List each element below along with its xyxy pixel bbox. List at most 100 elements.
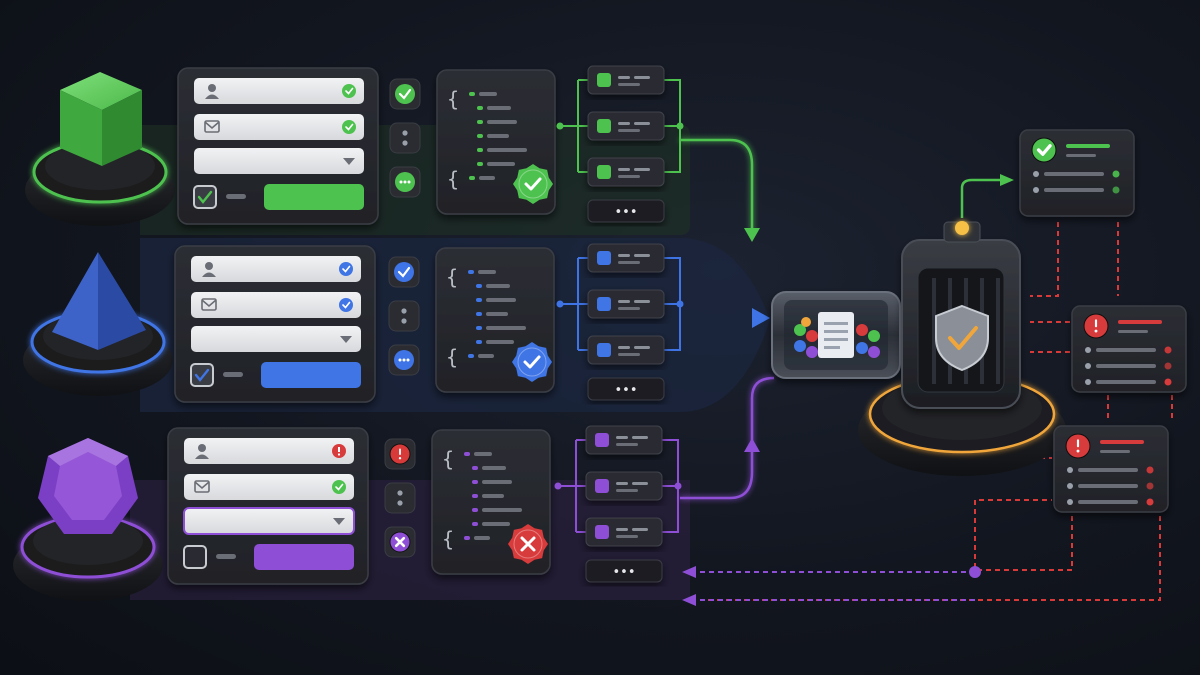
exclamation-icon xyxy=(1094,319,1098,328)
node-line xyxy=(616,528,628,531)
node-line xyxy=(616,535,638,538)
email-field[interactable] xyxy=(194,114,364,140)
checkbox-label-placeholder xyxy=(216,554,236,559)
alert-icon xyxy=(1083,313,1109,339)
dropdown-select[interactable] xyxy=(191,326,361,352)
row-dot xyxy=(1033,187,1039,193)
email-field[interactable] xyxy=(191,292,361,318)
return-junction xyxy=(969,566,981,578)
node-junction-left xyxy=(556,300,564,308)
code-line xyxy=(482,494,504,498)
status-error-icon xyxy=(389,443,411,465)
node-line xyxy=(618,300,630,303)
dropdown-bg[interactable] xyxy=(183,507,355,535)
process-node[interactable] xyxy=(587,111,665,141)
checkbox[interactable] xyxy=(190,363,214,387)
dropdown-select[interactable] xyxy=(194,148,364,174)
approved-check-icon xyxy=(1031,137,1057,163)
node-line xyxy=(632,528,648,531)
more-pill[interactable]: ••• xyxy=(587,199,665,223)
field-bg[interactable] xyxy=(194,114,364,140)
process-node[interactable] xyxy=(587,243,665,273)
process-node[interactable] xyxy=(587,157,665,187)
field-check-icon xyxy=(339,262,353,276)
node-junction-left xyxy=(556,122,564,130)
more-icon[interactable] xyxy=(394,350,414,370)
row-status-dot xyxy=(1112,170,1120,178)
process-node[interactable] xyxy=(587,335,665,365)
checkbox-label-placeholder xyxy=(226,194,246,199)
checkbox-box[interactable] xyxy=(190,363,214,387)
code-token xyxy=(477,148,483,152)
process-node[interactable] xyxy=(587,289,665,319)
field-bg[interactable] xyxy=(194,78,364,104)
exclamation-dot xyxy=(398,457,402,460)
row-dot xyxy=(1033,171,1039,177)
node-indicator xyxy=(595,433,609,447)
username-field[interactable] xyxy=(194,78,364,104)
exclamation-icon xyxy=(1076,439,1080,448)
reject-line-8 xyxy=(974,499,1073,571)
field-bg[interactable] xyxy=(184,474,354,500)
field-bg[interactable] xyxy=(184,438,354,464)
dropdown-bg[interactable] xyxy=(194,148,364,174)
process-node[interactable] xyxy=(585,471,663,501)
field-bg[interactable] xyxy=(191,256,361,282)
checkbox-box[interactable] xyxy=(193,185,217,209)
chevron-down-icon xyxy=(333,518,345,525)
process-node[interactable] xyxy=(585,517,663,547)
submit-button[interactable] xyxy=(264,184,364,210)
checkbox[interactable] xyxy=(183,545,207,569)
field-bg[interactable] xyxy=(191,292,361,318)
email-field[interactable] xyxy=(184,474,354,500)
row-dot xyxy=(1067,483,1073,489)
verified-seal-icon xyxy=(513,164,553,204)
username-field[interactable] xyxy=(191,256,361,282)
code-token xyxy=(477,134,483,138)
more-icon[interactable] xyxy=(395,172,415,192)
document-icon xyxy=(818,312,854,358)
brace-open: { xyxy=(447,87,459,111)
brace-open: { xyxy=(442,447,454,471)
node-stack-purple: ••• xyxy=(554,425,682,583)
code-line xyxy=(487,120,517,124)
reject-line-9 xyxy=(700,516,1161,601)
node-indicator xyxy=(597,119,611,133)
approved-result-card xyxy=(1019,129,1135,217)
code-token xyxy=(469,92,475,96)
cube-icon xyxy=(60,72,142,166)
checkbox-box[interactable] xyxy=(183,545,207,569)
approved-check-icon-bg xyxy=(1031,137,1057,163)
field-check-icon xyxy=(342,120,356,134)
code-line xyxy=(482,466,506,470)
more-pill[interactable]: ••• xyxy=(585,559,663,583)
more-pill-bg[interactable] xyxy=(587,199,665,223)
submit-button[interactable] xyxy=(254,544,354,570)
dropdown-bg[interactable] xyxy=(191,326,361,352)
row-status-dot xyxy=(1146,482,1154,490)
more-pill-bg[interactable] xyxy=(585,559,663,583)
status-column-purple xyxy=(384,438,416,558)
node-stack-green: ••• xyxy=(556,65,684,223)
checkbox[interactable] xyxy=(193,185,217,209)
node-line xyxy=(616,489,638,492)
field-check-icon xyxy=(342,84,356,98)
code-token xyxy=(476,298,482,302)
node-line xyxy=(634,122,650,125)
form-panel-purple xyxy=(167,427,369,585)
more-pill[interactable]: ••• xyxy=(587,377,665,401)
submit-button[interactable] xyxy=(261,362,361,388)
node-line xyxy=(616,436,628,439)
approved-line xyxy=(960,178,1005,218)
vertical-dots-icon xyxy=(397,490,403,506)
node-indicator xyxy=(597,297,611,311)
form-panel-blue xyxy=(174,245,376,403)
field-check-icon xyxy=(332,480,346,494)
chevron-down-icon xyxy=(343,158,355,165)
more-pill-bg[interactable] xyxy=(587,377,665,401)
process-node[interactable] xyxy=(585,425,663,455)
rejected-result-card xyxy=(1053,425,1169,513)
process-node[interactable] xyxy=(587,65,665,95)
username-field[interactable] xyxy=(184,438,354,464)
dropdown-select[interactable] xyxy=(183,507,355,535)
